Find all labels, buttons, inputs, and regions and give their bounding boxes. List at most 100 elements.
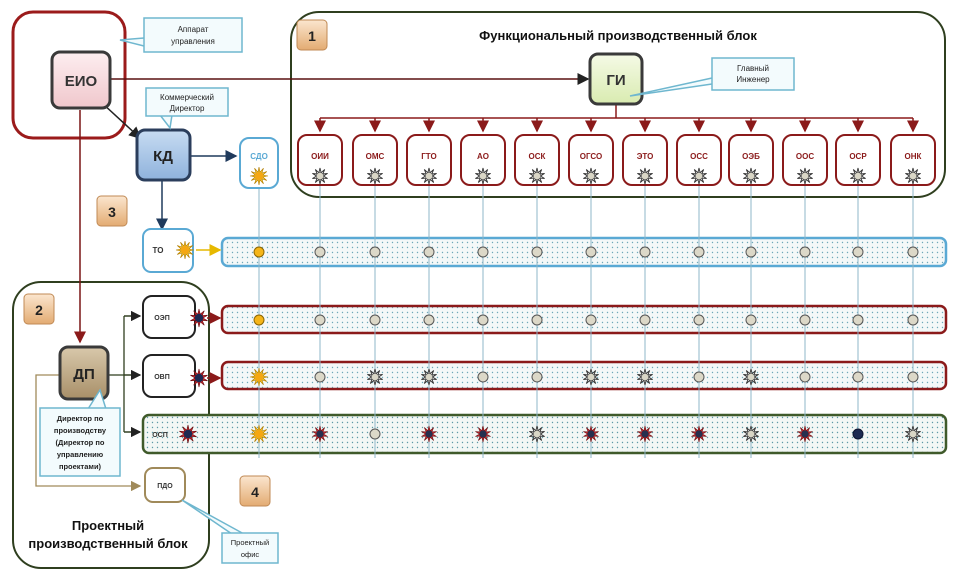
- dept-node[interactable]: ОСР: [835, 134, 881, 186]
- svg-text:Главный: Главный: [737, 64, 769, 73]
- dept-star-icon: [421, 167, 437, 185]
- matrix-marker-ovp-icon: [531, 371, 543, 383]
- pdo-node[interactable]: ПДО: [144, 467, 186, 503]
- sdo-sun-icon: [249, 166, 269, 186]
- svg-text:управлению: управлению: [57, 450, 104, 459]
- dept-star-icon: [797, 167, 813, 185]
- matrix-marker-ovp-icon: [693, 371, 705, 383]
- dept-node[interactable]: АО: [460, 134, 506, 186]
- matrix-marker-oep-icon: [585, 314, 597, 326]
- dept-star-icon: [850, 167, 866, 185]
- badge-4: 4: [239, 475, 271, 507]
- sdo-node[interactable]: СДО: [239, 137, 279, 189]
- matrix-markers: [175, 166, 921, 444]
- matrix-marker-to-icon: [907, 246, 919, 258]
- matrix-marker-oep-icon: [477, 314, 489, 326]
- svg-text:производству: производству: [54, 426, 107, 435]
- matrix-marker-to-icon: [477, 246, 489, 258]
- matrix-marker-ovp-icon: [852, 371, 864, 383]
- dept-node[interactable]: ЭТО: [622, 134, 668, 186]
- gi-node[interactable]: ГИ: [588, 52, 644, 106]
- osp-star-icon: [179, 424, 197, 444]
- badge-2: 2: [23, 293, 55, 325]
- dept-node[interactable]: ОГСО: [568, 134, 614, 186]
- matrix-marker-to-icon: [693, 246, 705, 258]
- matrix-marker-oep-icon: [799, 314, 811, 326]
- functional-block-title: Функциональный производственный блок: [479, 28, 757, 43]
- matrix-marker-oep-icon: [852, 314, 864, 326]
- svg-text:Проектный: Проектный: [231, 538, 269, 547]
- svg-text:ОЭП: ОЭП: [154, 315, 169, 322]
- dept-node[interactable]: ОСК: [514, 134, 560, 186]
- department-bus: [314, 104, 919, 133]
- dept-node[interactable]: ГТО: [406, 134, 452, 186]
- svg-text:проектами): проектами): [59, 462, 102, 471]
- dept-node[interactable]: ОИИ: [297, 134, 343, 186]
- matrix-marker-to-icon: [423, 246, 435, 258]
- matrix-marker-to-icon: [314, 246, 326, 258]
- svg-text:офис: офис: [241, 550, 260, 559]
- dept-node[interactable]: ОНК: [890, 134, 936, 186]
- matrix-marker-oep-icon: [423, 314, 435, 326]
- ovp-node[interactable]: ОВП: [142, 354, 196, 398]
- dept-label: ОЭБ: [742, 152, 760, 161]
- dp-node[interactable]: ДП: [58, 345, 110, 401]
- project-block-title-line2: производственный блок: [28, 536, 188, 551]
- dept-star-icon: [743, 167, 759, 185]
- dept-label: ОМС: [366, 152, 385, 161]
- matrix-marker-to-icon: [745, 246, 757, 258]
- dept-star-icon: [367, 167, 383, 185]
- matrix-marker-osp-icon: [852, 428, 864, 440]
- svg-text:Директор по: Директор по: [57, 414, 104, 423]
- callout-gi: Главный Инженер: [629, 57, 795, 97]
- matrix-marker-to-icon: [639, 246, 651, 258]
- dept-star-icon: [475, 167, 491, 185]
- apparat-frame: [11, 10, 127, 140]
- matrix-marker-to-icon: [799, 246, 811, 258]
- matrix-marker-to-icon: [253, 246, 265, 258]
- matrix-marker-to-icon: [531, 246, 543, 258]
- svg-text:ОСП: ОСП: [152, 432, 168, 439]
- svg-text:управления: управления: [171, 37, 215, 46]
- matrix-marker-ovp-icon: [583, 368, 599, 386]
- matrix-marker-ovp-icon: [637, 368, 653, 386]
- dept-node[interactable]: ОМС: [352, 134, 398, 186]
- callout-dp: Директор по производству (Директор по уп…: [39, 388, 121, 477]
- dept-star-icon: [905, 167, 921, 185]
- matrix-marker-ovp-icon: [421, 368, 437, 386]
- to-sun-icon: [175, 240, 195, 260]
- matrix-marker-oep-icon: [639, 314, 651, 326]
- svg-text:ЕИО: ЕИО: [65, 73, 98, 90]
- dept-label: ОСК: [529, 152, 546, 161]
- dept-node[interactable]: ОЭБ: [728, 134, 774, 186]
- matrix-marker-ovp-icon: [743, 368, 759, 386]
- svg-text:ГИ: ГИ: [606, 72, 625, 89]
- dept-node[interactable]: ООС: [782, 134, 828, 186]
- dept-label: ООС: [796, 152, 814, 161]
- osp-node-label[interactable]: ОСП: [152, 432, 168, 439]
- eio-node[interactable]: ЕИО: [50, 50, 112, 110]
- kd-node[interactable]: КД: [135, 128, 192, 182]
- svg-text:КД: КД: [153, 148, 173, 165]
- matrix-marker-oep-icon: [531, 314, 543, 326]
- dept-label: ОСР: [849, 152, 867, 161]
- oep-node[interactable]: ОЭП: [142, 295, 196, 339]
- svg-text:2: 2: [35, 302, 43, 318]
- matrix-marker-osp-icon: [421, 425, 437, 443]
- row-band-oep: [220, 304, 948, 335]
- matrix-marker-osp-icon: [691, 425, 707, 443]
- matrix-marker-osp-icon: [529, 425, 545, 443]
- dept-star-icon: [312, 167, 328, 185]
- matrix-marker-osp-icon: [249, 424, 269, 444]
- dept-star-icon: [637, 167, 653, 185]
- matrix-marker-osp-icon: [583, 425, 599, 443]
- matrix-marker-osp-icon: [905, 425, 921, 443]
- svg-text:Инженер: Инженер: [736, 75, 770, 84]
- dept-label: ОСС: [690, 152, 708, 161]
- badge-1: 1: [296, 19, 328, 51]
- dept-node[interactable]: ОСС: [676, 134, 722, 186]
- dept-star-icon: [529, 167, 545, 185]
- matrix-marker-oep-icon: [745, 314, 757, 326]
